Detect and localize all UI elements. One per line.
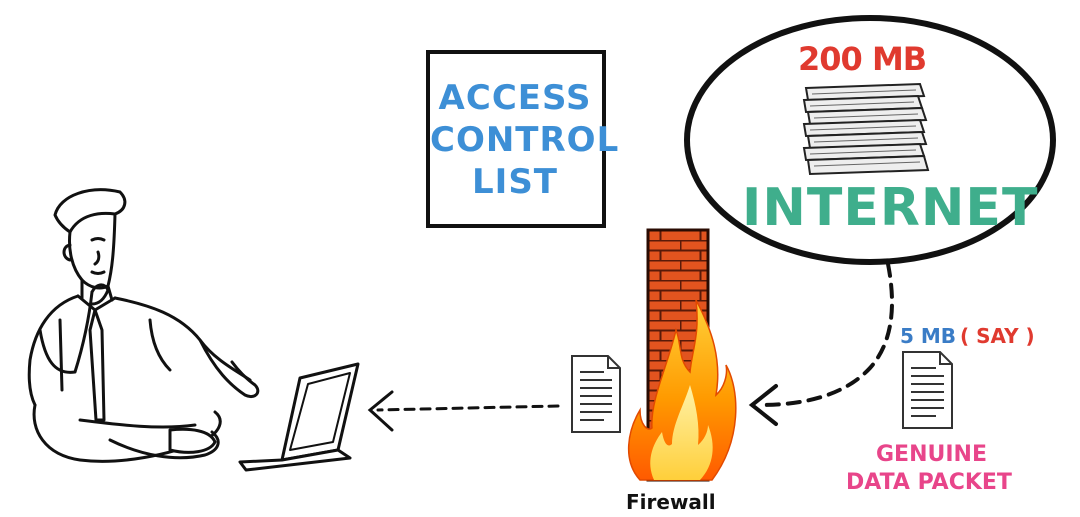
laptop-icon [238, 362, 360, 472]
acl-line-1: ACCESS [438, 78, 592, 118]
firewall-label: Firewall [626, 490, 716, 514]
document-icon-filtered [571, 355, 621, 433]
flame-icon [627, 299, 737, 481]
arrow-from-internet [748, 262, 894, 426]
person-illustration [27, 188, 260, 463]
document-icon-genuine [902, 351, 953, 429]
internet-label: INTERNET [742, 178, 1039, 238]
acl-line-3: LIST [472, 162, 558, 202]
internet-size-label: 200 MB [798, 40, 927, 78]
arrow-to-laptop [367, 390, 560, 432]
acl-line-2: CONTROL [430, 120, 620, 160]
acl-box [426, 50, 606, 228]
packet-note-label: ( SAY ) [960, 324, 1035, 348]
packet-caption-line1: GENUINE [876, 442, 987, 467]
packet-caption-line2: DATA PACKET [846, 470, 1012, 495]
paper-stack-icon [802, 82, 930, 176]
packet-size-label: 5 MB [900, 324, 957, 348]
